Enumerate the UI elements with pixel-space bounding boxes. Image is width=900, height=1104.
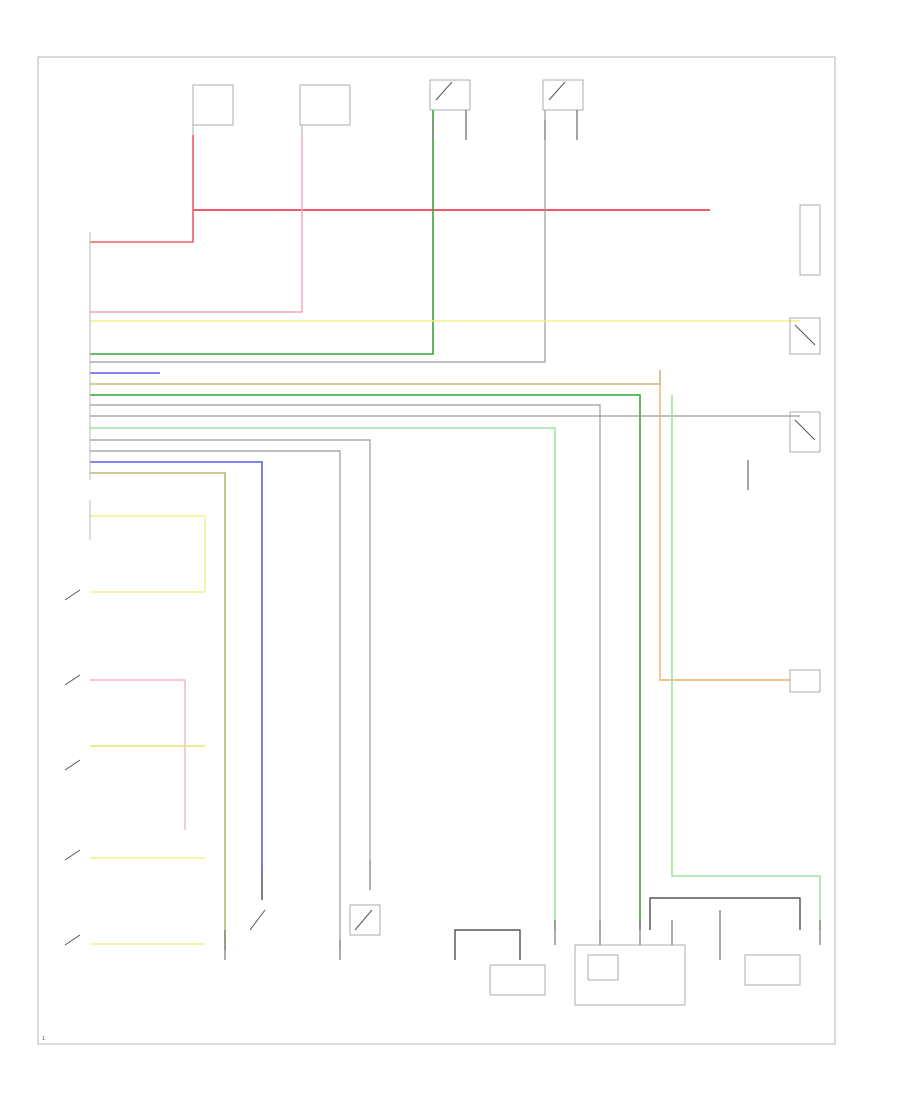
wire-orange	[659, 384, 790, 681]
connector-stubs	[224, 120, 821, 960]
wire-light-green	[90, 427, 556, 930]
bottom-module-1	[454, 929, 546, 996]
right-switch-top	[542, 79, 584, 140]
bottom-module-2	[574, 944, 686, 1006]
bottom-module-3	[649, 897, 801, 986]
wire-blue-long	[90, 461, 263, 870]
wire-green	[90, 110, 434, 355]
wire-green-2	[90, 394, 641, 930]
wire-left-yellow-1	[90, 515, 206, 592]
diagram-frame	[37, 56, 836, 1045]
bottom-switch-blue	[249, 870, 266, 931]
wire-left-pink-1	[90, 679, 186, 830]
right-connector-top	[799, 204, 821, 276]
page-marker: 1	[42, 1036, 45, 1042]
left-switch-top	[429, 79, 471, 140]
wire-gray-5	[90, 450, 341, 950]
right-switch-1	[789, 317, 821, 355]
wire-olive	[90, 472, 226, 950]
right-module	[789, 669, 821, 693]
wire-tan	[90, 370, 661, 385]
wire-gray-switch	[90, 110, 546, 363]
fuse-block-2	[299, 84, 351, 135]
wire-red-main	[90, 135, 710, 243]
wire-pink	[90, 135, 303, 313]
wire-gray-4	[90, 439, 371, 860]
fuse-block-1	[192, 84, 234, 135]
right-switch-2	[747, 411, 821, 490]
bottom-switch-gray	[349, 904, 381, 936]
wire-lightgreen-right	[671, 395, 821, 930]
wire-gray-2	[90, 404, 601, 930]
left-switches	[64, 589, 81, 946]
